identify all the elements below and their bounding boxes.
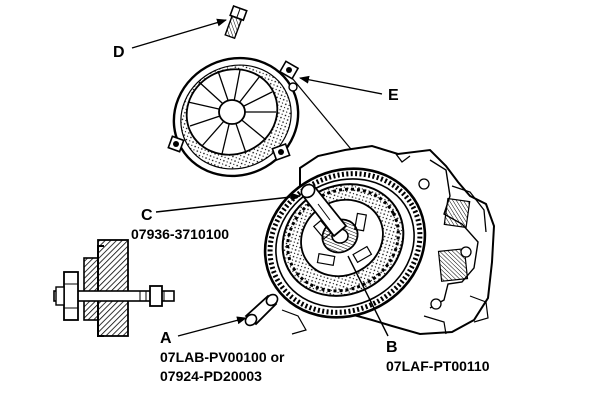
callout-a-part-line2: 07924-PD20003 bbox=[160, 368, 262, 384]
callout-b-letter: B bbox=[386, 339, 398, 356]
bolt-d bbox=[224, 4, 248, 40]
pressure-plate bbox=[167, 56, 300, 178]
callout-b-part-number: 07LAF-PT00110 bbox=[386, 358, 490, 374]
ring-gear bbox=[267, 171, 423, 315]
callout-d-letter: D bbox=[113, 44, 125, 61]
callout-e-letter: E bbox=[388, 87, 399, 104]
callout-a-letter: A bbox=[160, 330, 172, 347]
alignment-tool-shaft bbox=[300, 183, 348, 238]
callout-c-letter: C bbox=[141, 207, 153, 224]
tool-cross-section-inset bbox=[53, 239, 175, 337]
leader-b bbox=[347, 255, 389, 337]
callout-a-part-line1: 07LAB-PV00100 or bbox=[160, 349, 285, 365]
leader-c bbox=[155, 193, 301, 213]
leader-d bbox=[131, 18, 227, 49]
leader-e bbox=[299, 75, 383, 95]
alignment-tool-a bbox=[244, 293, 307, 335]
leader-lines bbox=[131, 18, 389, 337]
alignment-line bbox=[291, 77, 361, 161]
callout-c-part-number: 07936-3710100 bbox=[131, 226, 230, 242]
leader-a bbox=[177, 316, 247, 337]
